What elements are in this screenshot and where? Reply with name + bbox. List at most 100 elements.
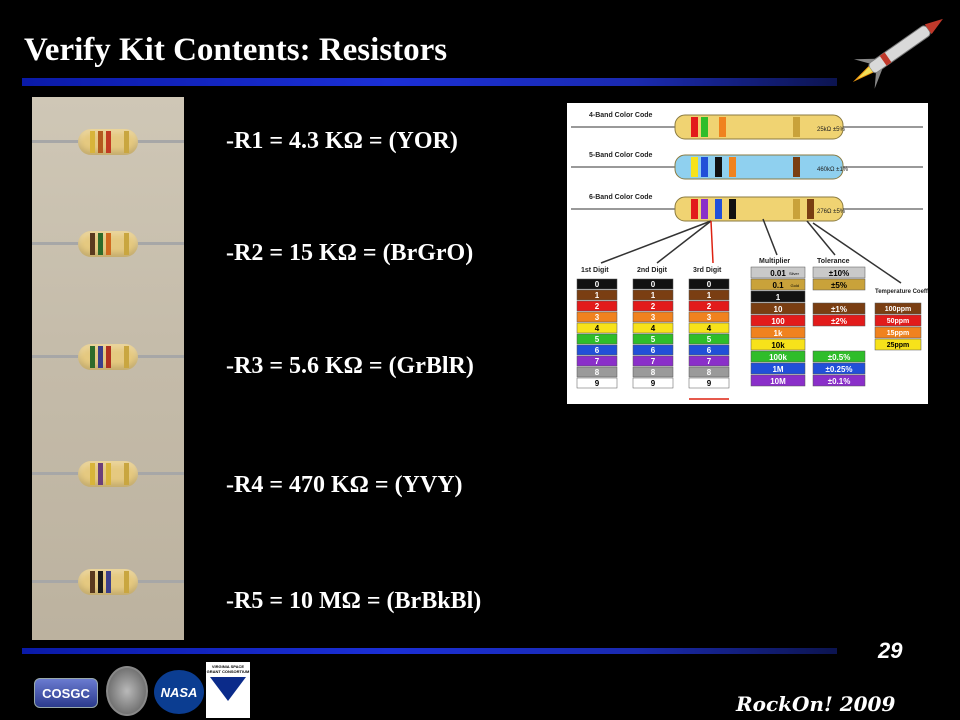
- chart-tempco-value: 15ppm: [887, 330, 910, 337]
- chart-multiplier-swatch: [750, 290, 806, 303]
- chart-digit-value: 2: [707, 302, 712, 311]
- slide-title: Verify Kit Contents: Resistors: [24, 32, 448, 68]
- chart-tempco-swatch: [874, 338, 922, 351]
- chart-resistor-band: [715, 199, 722, 219]
- chart-digit-swatch: [576, 311, 618, 323]
- resistor-band: [124, 346, 129, 368]
- chart-resistor-band: [793, 199, 800, 219]
- chart-multiplier-swatch: [750, 278, 806, 291]
- chart-tolerance-value: ±10%: [829, 269, 849, 278]
- chart-digit-value: 3: [707, 313, 712, 322]
- photo-resistor: [32, 229, 184, 259]
- chart-digit-swatch: [632, 311, 674, 323]
- resistor-band: [106, 571, 111, 593]
- resistor-band: [124, 233, 129, 255]
- chart-digit-swatch: [576, 322, 618, 334]
- chart-digit-value: 6: [707, 346, 712, 355]
- resistor-band: [106, 346, 111, 368]
- chart-digit-swatch: [632, 366, 674, 378]
- chart-digit-swatch: [576, 344, 618, 356]
- resistor-body: [78, 129, 138, 155]
- chart-multiplier-swatch: [750, 374, 806, 387]
- chart-multiplier-value: 100k: [769, 353, 787, 362]
- chart-digit-value: 4: [595, 324, 600, 333]
- chart-resistor-band: [807, 199, 814, 219]
- resistor-band: [98, 346, 103, 368]
- chart-tolerance-swatch: [812, 302, 866, 315]
- chart-digit-value: 9: [651, 379, 656, 388]
- chart-resistor-band: [691, 157, 698, 177]
- chart-multiplier-swatch: [750, 266, 806, 279]
- chart-leader-line: [762, 218, 778, 256]
- cosgc-logo: COSGC: [34, 678, 98, 708]
- chart-multiplier-swatch: [750, 314, 806, 327]
- resistor-band: [90, 346, 95, 368]
- resistor-lead: [32, 580, 82, 583]
- chart-digit-value: 8: [595, 368, 600, 377]
- resistor-band: [106, 463, 111, 485]
- resistor-band: [98, 131, 103, 153]
- chart-digit-swatch: [688, 322, 730, 334]
- chart-multiplier-swatch: [750, 302, 806, 315]
- resistor-body: [78, 461, 138, 487]
- resistor-item-r2: -R2 = 15 KΩ = (BrGrO): [226, 240, 474, 266]
- title-underline: [22, 78, 837, 86]
- resistor-band: [90, 233, 95, 255]
- chart-resistor-body: [674, 114, 844, 140]
- chart-leader-line: [812, 222, 902, 284]
- chart-digit-value: 0: [707, 280, 712, 289]
- chart-digit-value: 3: [651, 313, 656, 322]
- chart-digit-value: 2: [595, 302, 600, 311]
- chart-tempco-value: 100ppm: [885, 306, 911, 313]
- vsgc-logo-mark: [210, 677, 246, 701]
- chart-multiplier-tag: Gold: [791, 283, 799, 288]
- resistor-item-r4: -R4 = 470 KΩ = (YVY): [226, 472, 463, 498]
- chart-resistor-band: [729, 199, 736, 219]
- chart-digit-swatch: [688, 333, 730, 345]
- chart-multiplier-value: 0.1: [772, 281, 784, 290]
- chart-digit-value: 6: [651, 346, 656, 355]
- chart-multiplier-swatch: [750, 326, 806, 339]
- chart-digit-swatch: [576, 333, 618, 345]
- chart-resistor-band: [793, 157, 800, 177]
- resistor-photo: [32, 97, 184, 640]
- chart-digit-swatch: [632, 377, 674, 389]
- chart-digit-value: 1: [707, 291, 712, 300]
- chart-digit-swatch: [688, 344, 730, 356]
- chart-digit-value: 1: [651, 291, 656, 300]
- chart-digit-swatch: [632, 289, 674, 301]
- chart-resistor-band: [691, 199, 698, 219]
- resistor-band: [98, 463, 103, 485]
- chart-tolerance-swatch: [812, 314, 866, 327]
- resistor-lead: [32, 242, 82, 245]
- chart-digit-value: 4: [651, 324, 656, 333]
- chart-digit-value: 5: [651, 335, 656, 344]
- chart-resistor-band: [701, 199, 708, 219]
- nasa-logo: NASA: [154, 670, 204, 714]
- resistor-band: [106, 233, 111, 255]
- photo-resistor: [32, 342, 184, 372]
- chart-tempco-swatch: [874, 314, 922, 327]
- chart-digit-swatch: [688, 311, 730, 323]
- vsgc-logo-text: VIRGINIA SPACE GRANT CONSORTIUM: [206, 664, 250, 674]
- chart-digit-swatch: [632, 344, 674, 356]
- resistor-band: [106, 131, 111, 153]
- chart-digit-value: 4: [707, 324, 712, 333]
- chart-multiplier-swatch: [750, 350, 806, 363]
- chart-tolerance-swatch: [812, 266, 866, 279]
- resistor-body: [78, 231, 138, 257]
- chart-digit-value: 5: [707, 335, 712, 344]
- page-number: 29: [878, 638, 903, 663]
- resistor-band: [124, 131, 129, 153]
- chart-digit-value: 8: [707, 368, 712, 377]
- resistor-lead: [32, 472, 82, 475]
- chart-row-value: 25kΩ ±5%: [817, 127, 845, 133]
- chart-digit-value: 2: [651, 302, 656, 311]
- resistor-lead: [132, 140, 184, 143]
- chart-resistor-band: [793, 117, 800, 137]
- chart-digit-swatch: [632, 300, 674, 312]
- chart-row-value: 276Ω ±5%: [817, 209, 846, 215]
- chart-multiplier-value: 1M: [772, 365, 783, 374]
- chart-digit-value: 7: [651, 357, 656, 366]
